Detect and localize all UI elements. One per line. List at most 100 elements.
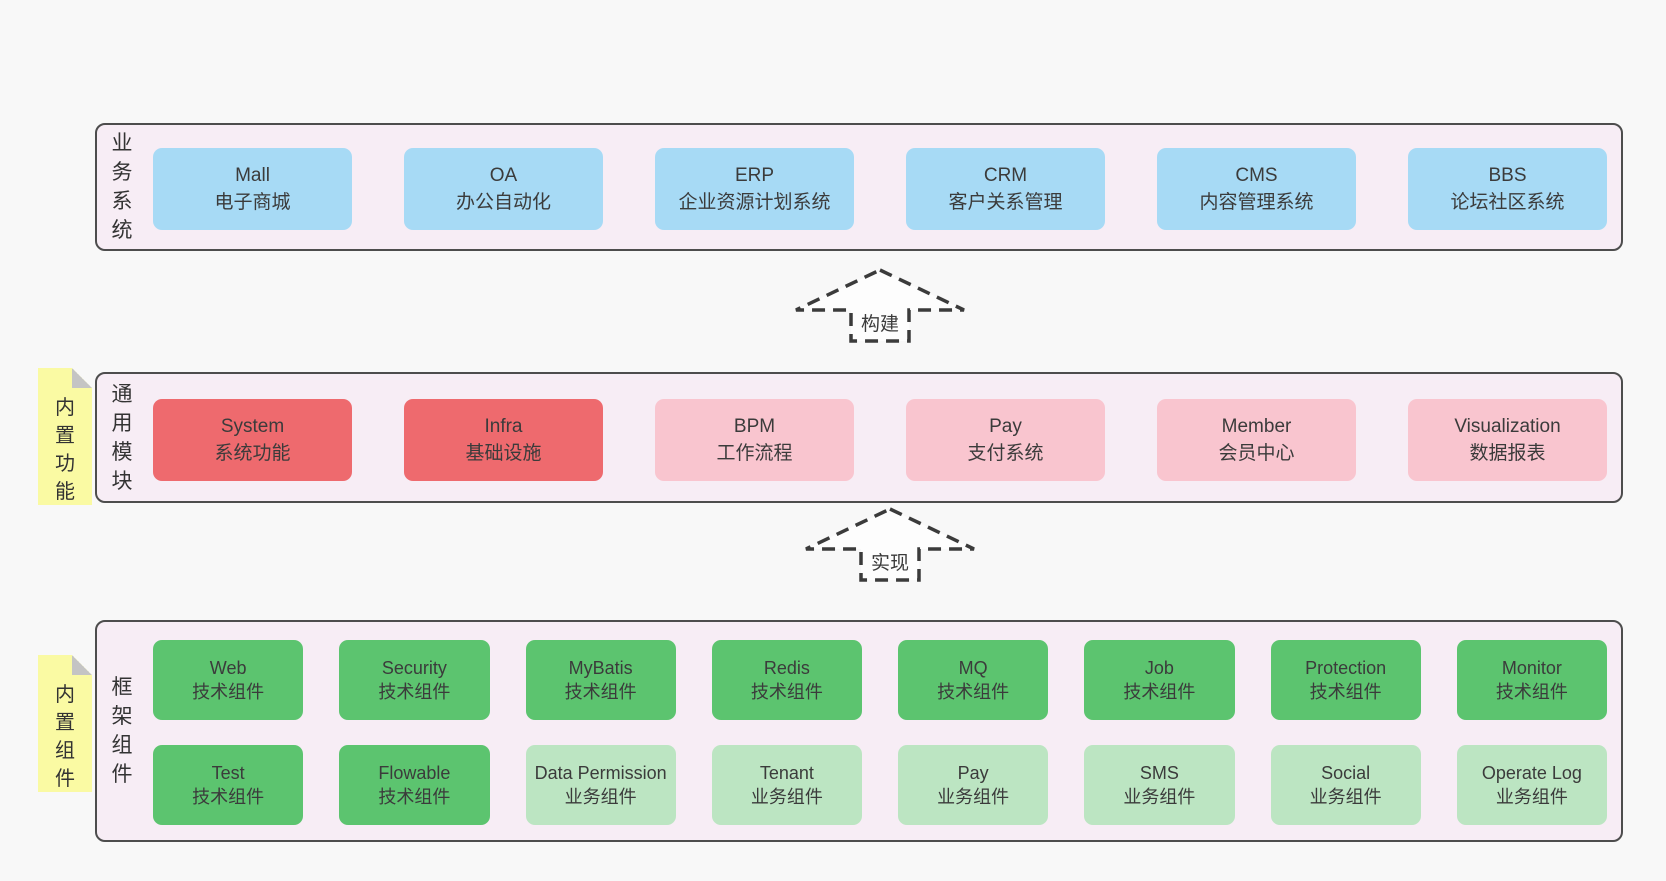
box-oa: OA 办公自动化 <box>404 148 603 230</box>
box-subtitle: 技术组件 <box>1495 682 1568 702</box>
box-subtitle: 技术组件 <box>564 682 637 702</box>
box-cms: CMS 内容管理系统 <box>1157 148 1356 230</box>
framework-components-label: 框架组件 <box>111 676 133 786</box>
box-subtitle: 支付系统 <box>967 443 1044 464</box>
box-title: Job <box>1144 658 1174 678</box>
up-arrow-icon <box>795 268 965 343</box>
box-title: System <box>220 416 285 437</box>
box-title: Redis <box>763 658 810 678</box>
box-subtitle: 技术组件 <box>937 682 1010 702</box>
box-subtitle: 业务组件 <box>750 787 823 807</box>
box-crm: CRM 客户关系管理 <box>906 148 1105 230</box>
box-subtitle: 办公自动化 <box>455 192 551 213</box>
implement-arrow-label: 实现 <box>868 548 912 575</box>
box-protection: Protection 技术组件 <box>1270 640 1421 720</box>
box-subtitle: 技术组件 <box>1123 682 1196 702</box>
box-subtitle: 技术组件 <box>192 787 265 807</box>
box-title: Flowable <box>378 763 451 783</box>
box-subtitle: 系统功能 <box>214 443 291 464</box>
box-mall: Mall 电子商城 <box>153 148 352 230</box>
box-title: Web <box>209 658 247 678</box>
box-pay: Pay 支付系统 <box>906 399 1105 481</box>
box-subtitle: 会员中心 <box>1218 443 1295 464</box>
box-redis: Redis 技术组件 <box>711 640 862 720</box>
box-title: MQ <box>958 658 988 678</box>
box-title: Visualization <box>1454 416 1561 437</box>
box-title: Infra <box>484 416 523 437</box>
box-title: MyBatis <box>568 658 633 678</box>
box-title: SMS <box>1139 763 1179 783</box>
box-title: Security <box>381 658 447 678</box>
box-title: BBS <box>1488 165 1527 186</box>
box-title: Protection <box>1305 658 1387 678</box>
box-system: System 系统功能 <box>153 399 352 481</box>
box-title: CRM <box>983 165 1028 186</box>
box-infra: Infra 基础设施 <box>404 399 603 481</box>
build-arrow-label: 构建 <box>858 309 902 336</box>
box-title: CMS <box>1235 165 1278 186</box>
box-subtitle: 技术组件 <box>750 682 823 702</box>
box-flowable: Flowable 技术组件 <box>339 745 490 825</box>
box-title: Data Permission <box>534 763 667 783</box>
box-bbs: BBS 论坛社区系统 <box>1408 148 1607 230</box>
business-systems-label: 业务系统 <box>111 132 133 242</box>
box-security: Security 技术组件 <box>339 640 490 720</box>
builtin-features-note: 内置功能 <box>38 368 92 505</box>
box-web: Web 技术组件 <box>153 640 304 720</box>
box-data-permission: Data Permission 业务组件 <box>525 745 676 825</box>
implement-arrow: 实现 <box>800 505 980 583</box>
box-subtitle: 业务组件 <box>1123 787 1196 807</box>
box-bpm: BPM 工作流程 <box>655 399 854 481</box>
common-modules-grid: System 系统功能 Infra 基础设施 BPM 工作流程 Pay 支付系统… <box>153 399 1607 481</box>
box-title: ERP <box>734 165 775 186</box>
common-modules-panel: 通用模块 System 系统功能 Infra 基础设施 BPM 工作流程 Pay… <box>95 372 1623 503</box>
box-title: Test <box>211 763 245 783</box>
box-subtitle: 客户关系管理 <box>948 192 1063 213</box>
box-subtitle: 技术组件 <box>378 682 451 702</box>
box-title: Tenant <box>759 763 814 783</box>
box-subtitle: 数据报表 <box>1469 443 1546 464</box>
box-subtitle: 业务组件 <box>1495 787 1568 807</box>
build-arrow: 构建 <box>790 266 970 344</box>
builtin-components-note-text: 内置组件 <box>55 684 75 790</box>
box-subtitle: 技术组件 <box>192 682 265 702</box>
box-title: Social <box>1321 763 1371 783</box>
box-title: Operate Log <box>1481 763 1582 783</box>
box-subtitle: 技术组件 <box>378 787 451 807</box>
box-mq: MQ 技术组件 <box>898 640 1049 720</box>
box-pay-biz: Pay 业务组件 <box>898 745 1049 825</box>
framework-components-panel: 框架组件 Web 技术组件 Security 技术组件 MyBatis 技术组件… <box>95 620 1623 842</box>
box-visualization: Visualization 数据报表 <box>1408 399 1607 481</box>
box-title: Pay <box>957 763 989 783</box>
box-subtitle: 企业资源计划系统 <box>678 192 831 213</box>
box-mybatis: MyBatis 技术组件 <box>525 640 676 720</box>
box-subtitle: 电子商城 <box>214 192 291 213</box>
box-title: BPM <box>733 416 776 437</box>
up-arrow-icon <box>805 507 975 582</box>
box-subtitle: 工作流程 <box>716 443 793 464</box>
box-social: Social 业务组件 <box>1270 745 1421 825</box>
business-systems-panel: 业务系统 Mall 电子商城 OA 办公自动化 ERP 企业资源计划系统 CRM… <box>95 123 1623 251</box>
builtin-features-note-text: 内置功能 <box>55 397 75 503</box>
box-tenant: Tenant 业务组件 <box>711 745 862 825</box>
business-systems-grid: Mall 电子商城 OA 办公自动化 ERP 企业资源计划系统 CRM 客户关系… <box>153 148 1607 230</box>
box-subtitle: 论坛社区系统 <box>1450 192 1565 213</box>
box-job: Job 技术组件 <box>1084 640 1235 720</box>
box-operate-log: Operate Log 业务组件 <box>1456 745 1607 825</box>
box-title: Monitor <box>1501 658 1562 678</box>
box-title: Pay <box>989 416 1022 437</box>
box-title: Mall <box>235 165 270 186</box>
box-subtitle: 基础设施 <box>465 443 542 464</box>
box-subtitle: 业务组件 <box>1309 787 1382 807</box>
common-modules-label: 通用模块 <box>111 382 133 493</box>
box-title: Member <box>1221 416 1292 437</box>
box-member: Member 会员中心 <box>1157 399 1356 481</box>
box-subtitle: 技术组件 <box>1309 682 1382 702</box>
builtin-components-note: 内置组件 <box>38 655 92 792</box>
box-subtitle: 业务组件 <box>564 787 637 807</box>
box-monitor: Monitor 技术组件 <box>1456 640 1607 720</box>
box-subtitle: 业务组件 <box>937 787 1010 807</box>
box-sms: SMS 业务组件 <box>1084 745 1235 825</box>
framework-components-row-2: Test 技术组件 Flowable 技术组件 Data Permission … <box>153 745 1607 825</box>
framework-components-row-1: Web 技术组件 Security 技术组件 MyBatis 技术组件 Redi… <box>153 640 1607 720</box>
